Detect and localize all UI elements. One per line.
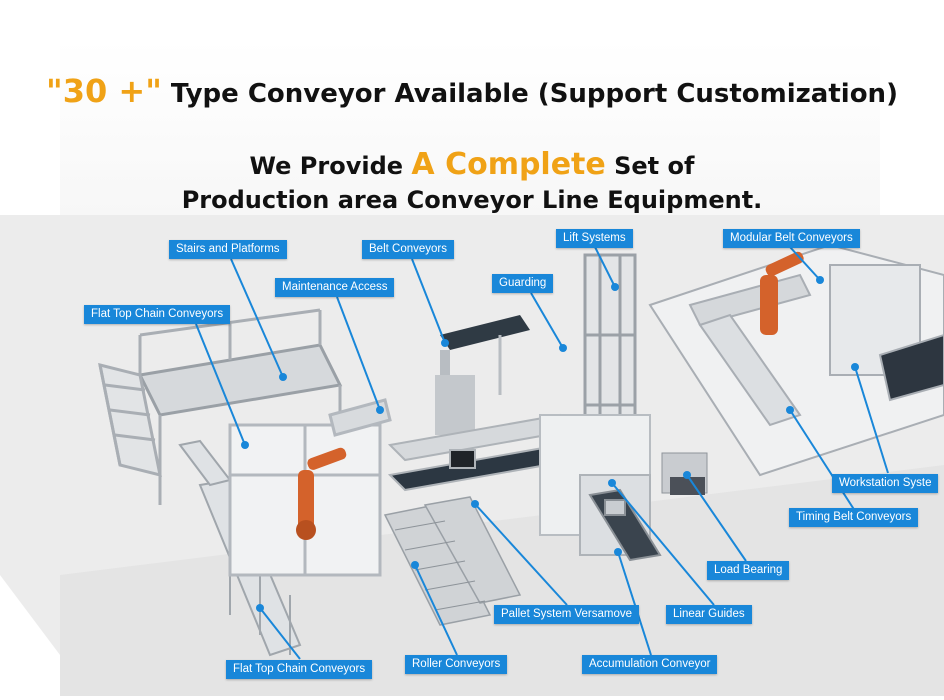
callout-dots bbox=[241, 276, 859, 612]
label-maintenance-access[interactable]: Maintenance Access bbox=[275, 278, 395, 297]
headline-line-2: We Provide A Complete Set of bbox=[0, 148, 944, 183]
roller-conveyor-illustration bbox=[383, 496, 522, 626]
label-timing-belt-conveyors[interactable]: Timing Belt Conveyors bbox=[789, 508, 919, 527]
headline-line-2-post: Set of bbox=[605, 152, 695, 180]
headline-count-highlight: "30 +" bbox=[46, 72, 162, 110]
accumulation-conveyor-illustration bbox=[588, 488, 662, 562]
label-flat-top-chain-conveyors-upper[interactable]: Flat Top Chain Conveyors bbox=[84, 305, 231, 324]
label-workstation-systems[interactable]: Workstation Syste bbox=[832, 474, 939, 493]
label-flat-top-chain-conveyors-lower[interactable]: Flat Top Chain Conveyors bbox=[226, 660, 373, 679]
label-modular-belt-conveyors[interactable]: Modular Belt Conveyors bbox=[723, 229, 860, 248]
headline-complete-highlight: A Complete bbox=[411, 147, 606, 182]
label-lift-systems[interactable]: Lift Systems bbox=[556, 229, 633, 248]
label-roller-conveyors[interactable]: Roller Conveyors bbox=[405, 655, 508, 674]
headline-background bbox=[60, 40, 880, 215]
headline-conveyor-text: Type Conveyor Available (Support Customi… bbox=[161, 79, 898, 109]
callout-leader-lines bbox=[195, 246, 889, 660]
belt-conveyor-illustration bbox=[435, 315, 530, 435]
label-belt-conveyors[interactable]: Belt Conveyors bbox=[362, 240, 454, 259]
label-stairs-and-platforms[interactable]: Stairs and Platforms bbox=[169, 240, 287, 259]
roller-lines bbox=[394, 520, 486, 611]
label-accumulation-conveyor[interactable]: Accumulation Conveyor bbox=[582, 655, 718, 674]
headline-complete-set: We Provide A Complete Set of Production … bbox=[0, 148, 944, 217]
label-guarding[interactable]: Guarding bbox=[492, 274, 554, 293]
equipment-illustration bbox=[0, 215, 944, 696]
label-linear-guides[interactable]: Linear Guides bbox=[666, 605, 752, 624]
label-load-bearing[interactable]: Load Bearing bbox=[707, 561, 790, 580]
headline-line-3: Production area Conveyor Line Equipment. bbox=[181, 186, 763, 214]
orange-robot-arm bbox=[296, 447, 347, 540]
conveyor-diagram: Stairs and Platforms Belt Conveyors Lift… bbox=[0, 215, 944, 696]
right-robot-arm bbox=[760, 251, 804, 335]
headline-conveyor-types: "30 +" Type Conveyor Available (Support … bbox=[0, 72, 944, 110]
central-conveyor-illustration bbox=[387, 413, 651, 556]
headline-line-2-pre: We Provide bbox=[249, 152, 412, 180]
label-pallet-system-versamove[interactable]: Pallet System Versamove bbox=[494, 605, 640, 624]
